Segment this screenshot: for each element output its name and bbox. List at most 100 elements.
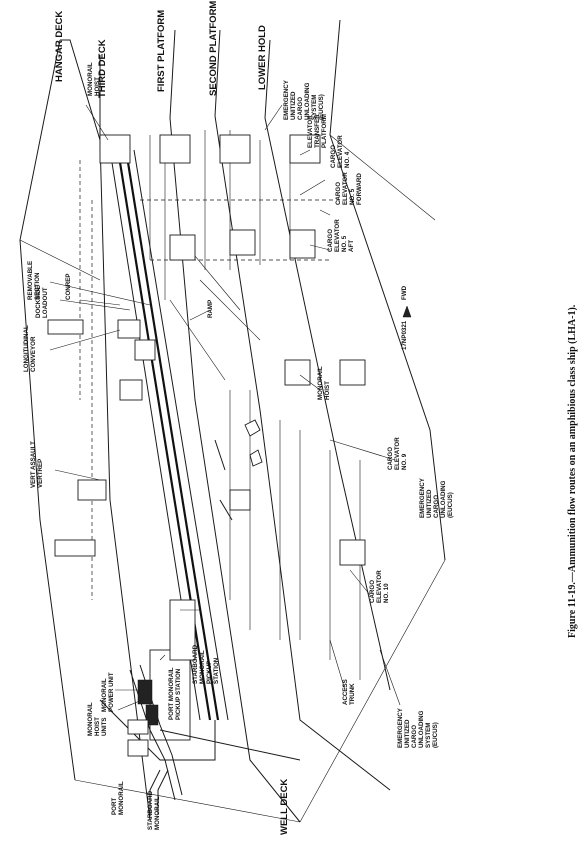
deck-label-lower: LOWER HOLD <box>257 25 268 90</box>
label-line: CONREP <box>65 274 72 300</box>
label-cargo-elev-9: CARGOELEVATORNO. 9 <box>387 437 408 470</box>
label-longitudinal-conveyor: LONGITUDINALCONVEYOR <box>23 325 37 372</box>
label-cargo-elev-10: CARGOELEVATORNO. 10 <box>369 570 390 603</box>
figure-caption: Figure 11-19.—Ammunition flow routes on … <box>567 304 578 638</box>
label-line: ELEVATOR <box>334 219 341 252</box>
label-dockside-loadout: DOCKSIDELOADOUT <box>35 285 49 318</box>
fwd-label: FWD <box>401 285 408 300</box>
label-line: NO. 5 <box>341 235 348 252</box>
label-line: ELEVATOR <box>307 115 314 148</box>
label-line: CARGO <box>330 145 337 168</box>
label-eucus-bottom: EMERGENCYUNITIZEDCARGOUNLOADINGSYSTEM(EU… <box>397 707 439 748</box>
deck-label-well: WELL DECK <box>279 779 290 835</box>
deck-label-first: FIRST PLATFORM <box>156 10 167 92</box>
label-line: FORWARD <box>356 173 363 205</box>
label-vert-assault: VERT ASSAULTVERTREP <box>30 441 44 488</box>
label-line: SYSTEM <box>311 95 318 120</box>
label-line: CONVEYOR <box>30 336 37 372</box>
label-line: MONORAIL <box>317 366 324 400</box>
label-line: UNITIZED <box>404 719 411 748</box>
label-port-pickup: PORT MONORAILPICKUP STATION <box>168 667 182 720</box>
label-line: UNITIZED <box>426 489 433 518</box>
label-line: SECTION <box>34 272 41 300</box>
label-line: CARGO <box>369 580 376 603</box>
label-line: CARGO <box>297 97 304 120</box>
label-line: (EUCUS) <box>432 722 439 748</box>
label-line: PORT <box>111 798 118 815</box>
label-line: AFT <box>348 240 355 252</box>
label-line: STARBOARD <box>192 644 199 684</box>
label-line: STATION <box>213 657 220 684</box>
label-line: VERT ASSAULT <box>30 441 37 488</box>
label-line: (EUCUS) <box>447 492 454 518</box>
label-line: CARGO <box>335 182 342 205</box>
label-line: CARGO <box>433 495 440 518</box>
label-line: LONGITUDINAL <box>23 325 30 372</box>
label-monorail-hoist-mid: MONORAILHOIST <box>317 366 331 400</box>
label-line: HOIST <box>94 77 101 96</box>
label-line: PICKUP <box>206 661 213 684</box>
label-line: POWER UNIT <box>108 672 115 712</box>
label-line: UNITS <box>101 717 108 736</box>
label-line: UNLOADING <box>304 82 311 120</box>
label-line: ACCESS <box>342 679 349 705</box>
label-line: TRANSFER <box>314 114 321 148</box>
label-starboard-pickup: STARBOARDMONORAILPICKUPSTATION <box>192 644 220 684</box>
deck-labels: HANGAR DECK THIRD DECK FIRST PLATFORM SE… <box>54 1 290 835</box>
label-line: MONORAIL <box>101 678 108 712</box>
label-line: VERTREP <box>37 459 44 488</box>
deck-label-second: SECOND PLATFORM <box>208 1 219 96</box>
label-line: EMERGENCY <box>397 707 404 748</box>
label-line: EMERGENCY <box>283 79 290 120</box>
label-cargo-elev-5-aft: CARGOELEVATORNO. 5AFT <box>327 219 355 252</box>
monorail-system <box>127 664 183 815</box>
label-line: NO. 9 <box>401 453 408 470</box>
label-removable-section: REMOVABLESECTION <box>27 261 41 300</box>
label-access-trunk: ACCESSTRUNK <box>342 679 356 705</box>
label-line: PICKUP STATION <box>175 668 182 720</box>
label-line: MONORAIL <box>154 796 161 830</box>
label-line: UNITIZED <box>290 91 297 120</box>
label-line: REMOVABLE <box>27 261 34 300</box>
label-ramp: RAMP <box>207 300 214 318</box>
label-line: NO. 10 <box>383 583 390 603</box>
label-power-unit: MONORAILPOWER UNIT <box>101 672 115 712</box>
label-line: HOIST <box>94 717 101 736</box>
label-line: STARBOARD <box>147 790 154 830</box>
label-eucus-top: EMERGENCYUNITIZEDCARGOUNLOADINGSYSTEM(EU… <box>283 79 325 120</box>
label-line: MONORAIL <box>87 62 94 96</box>
label-line: DOCKSIDE <box>35 285 42 318</box>
label-line: RAMP <box>207 300 214 318</box>
label-line: ELEVATOR <box>394 437 401 470</box>
label-line: MONORAIL <box>199 650 206 684</box>
label-line: NO. 5 <box>349 188 356 205</box>
label-line: (EUCUS) <box>318 94 325 120</box>
label-cargo-elev-5-fwd: CARGOELEVATORNO. 5FORWARD <box>335 172 363 205</box>
label-elevator-transfer: ELEVATORTRANSFERPLATFORM <box>307 114 328 148</box>
elevator-platforms <box>47 134 366 566</box>
label-line: ELEVATOR <box>342 172 349 205</box>
fwd-arrow-icon <box>402 305 412 318</box>
label-line: LOADOUT <box>42 287 49 318</box>
label-conrep: CONREP <box>65 274 72 300</box>
label-line: EMERGENCY <box>419 477 426 518</box>
label-line: ELEVATOR <box>376 570 383 603</box>
label-line: TRUNK <box>349 683 356 705</box>
label-starboard-monorail: STARBOARDMONORAIL <box>147 790 161 830</box>
label-line: PLATFORM <box>321 114 328 148</box>
figure-code: 17NP0321 <box>401 320 408 350</box>
fwd-indicator: FWD 17NP0321 <box>401 285 412 350</box>
label-line: UNLOADING <box>418 710 425 748</box>
leader-lines <box>49 104 401 711</box>
label-line: NO. 4 <box>344 151 351 168</box>
label-line: UNLOADING <box>440 480 447 518</box>
label-line: CARGO <box>387 447 394 470</box>
label-line: PORT MONORAIL <box>168 667 175 720</box>
label-line: ELEVATOR <box>337 135 344 168</box>
label-cargo-elev-4: CARGOELEVATORNO. 4 <box>330 135 351 168</box>
label-port-monorail: PORTMONORAIL <box>111 781 125 815</box>
deck-label-hangar: HANGAR DECK <box>54 11 65 82</box>
